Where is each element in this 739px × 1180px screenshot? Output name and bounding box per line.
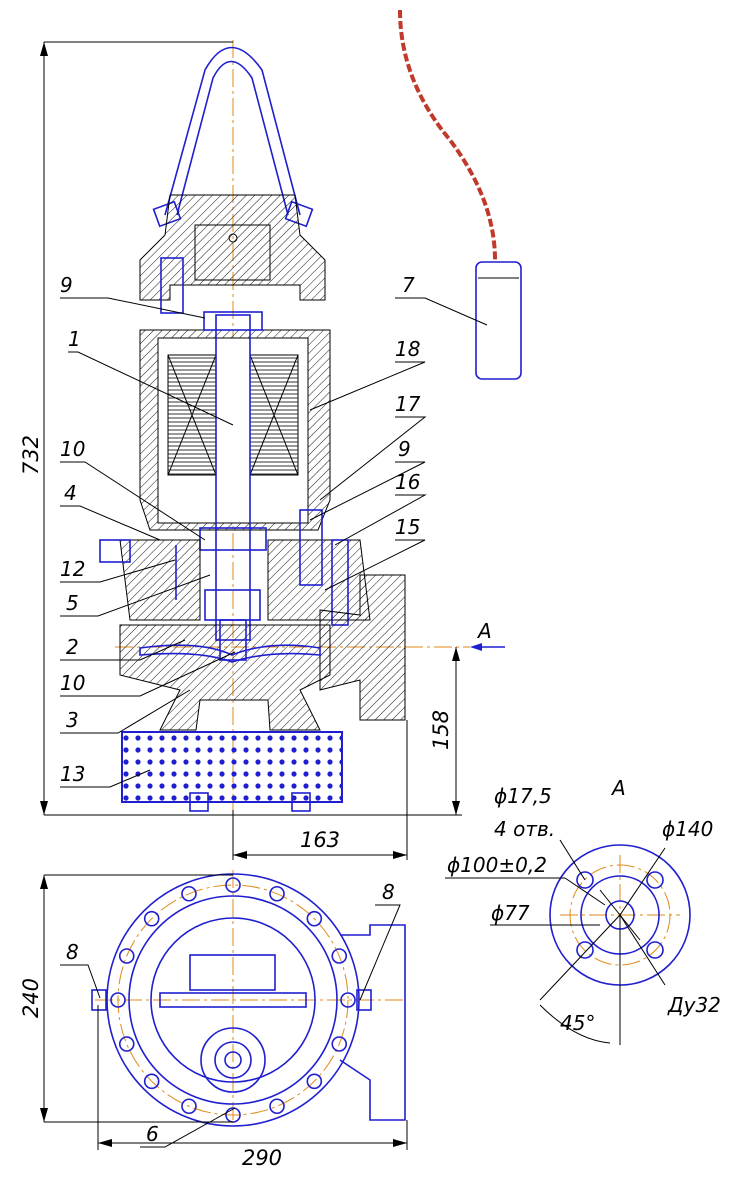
callout-5: 5	[66, 591, 79, 615]
bolt-hole	[118, 948, 135, 964]
bolt-hole	[118, 1036, 135, 1052]
flange-bolt-circle: ϕ100±0,2	[447, 853, 547, 877]
bolt-hole	[181, 885, 197, 902]
flange-holes-count: 4 отв.	[494, 817, 555, 841]
callout-12: 10	[60, 437, 85, 461]
dim-plan-height: 240	[19, 978, 43, 1018]
flange-labels: ϕ17,5 4 отв. ϕ140 ϕ100±0,2 ϕ77 Ду32 45°	[447, 784, 721, 1035]
plan-dimensions	[40, 874, 408, 1150]
callout-1: 1	[68, 327, 81, 351]
callout-15: 15	[395, 515, 420, 539]
callout-14: 13	[60, 762, 85, 786]
bolt-hole	[143, 910, 160, 927]
callout-2: 2	[66, 635, 79, 659]
callout-labels: 9 1 7 18 17 10 9 16 4 15 12 5 2 10 3 13 …	[60, 273, 421, 1146]
callout-9: 9	[398, 437, 411, 461]
callout-16: 16	[395, 470, 420, 494]
dim-outlet-offset: 163	[300, 828, 340, 852]
callout-6: 6	[146, 1122, 159, 1146]
outlet-flange	[319, 574, 406, 721]
bolt-hole	[143, 1073, 160, 1090]
bolt-hole	[181, 1098, 197, 1115]
callout-7: 7	[402, 273, 415, 297]
flange-view-a	[445, 839, 691, 1045]
flange-bore: ϕ77	[491, 901, 530, 925]
bolt-hole	[331, 948, 348, 964]
lifting-handle	[164, 46, 301, 216]
bolt-hole	[306, 1073, 323, 1090]
bolt-hole	[340, 992, 356, 1008]
callout-4: 4	[64, 481, 77, 505]
dim-height: 732	[19, 435, 43, 475]
bolt-hole	[269, 885, 285, 902]
view-title-a: A	[610, 776, 626, 800]
bolt-hole	[331, 1036, 348, 1052]
section-dimensions	[40, 41, 505, 860]
section-marker-a: A	[476, 619, 492, 643]
flange-outer-dia: ϕ140	[662, 817, 713, 841]
bolt-hole	[269, 1098, 285, 1115]
flange-nominal: Ду32	[667, 993, 721, 1017]
flange-holes-dia: ϕ17,5	[494, 784, 552, 808]
callout-10: 10	[60, 671, 85, 695]
dim-inlet-height: 158	[429, 710, 453, 750]
callout-11: 9	[60, 273, 73, 297]
impeller	[139, 644, 321, 663]
callout-8-left: 8	[66, 940, 79, 964]
flange-angle: 45°	[560, 1011, 595, 1035]
callout-17: 17	[395, 392, 421, 416]
inlet-strainer	[121, 731, 343, 803]
dim-plan-width: 290	[242, 1146, 282, 1170]
callout-13: 12	[60, 557, 85, 581]
plan-bolt-holes	[110, 877, 356, 1123]
float-cable	[398, 9, 497, 261]
bolt-hole	[225, 877, 241, 893]
plan-outer-flange	[106, 873, 360, 1127]
section-view	[99, 9, 522, 860]
callout-leaders	[60, 297, 488, 1148]
dimension-labels: 732 158 163 240 290 A A	[19, 435, 626, 1170]
float-switch	[475, 261, 522, 380]
cover-bolt	[160, 257, 184, 314]
bolt-hole	[110, 992, 126, 1008]
top-cover	[139, 194, 326, 301]
callout-18: 18	[395, 337, 420, 361]
bearing-housing	[119, 539, 201, 621]
callout-3: 3	[66, 708, 79, 732]
plan-view	[91, 870, 406, 1127]
callout-8-right: 8	[382, 880, 395, 904]
bolt-hole	[306, 910, 323, 927]
pump-casing	[119, 624, 331, 731]
